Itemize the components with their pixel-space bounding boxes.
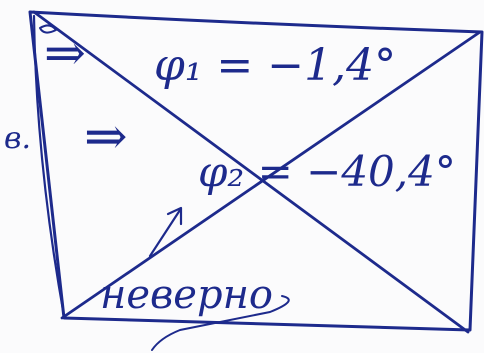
rectangle-outline-stroke2 <box>32 14 66 318</box>
annotation-arrow-head <box>166 206 183 226</box>
annotation-arrow-shaft <box>148 208 182 258</box>
phi2-equation: φ₂ = −40,4° <box>198 147 456 196</box>
phi1-equation: φ₁ = −1,4° <box>154 40 396 91</box>
corner-scribble <box>39 24 57 34</box>
rectangle-outline <box>28 10 484 332</box>
margin-label: в. <box>4 121 31 156</box>
annotation-tail <box>151 295 290 351</box>
implies-arrow-2: ⇒ <box>84 107 128 167</box>
diagonal-top-left-bottom-right <box>32 10 470 334</box>
implies-arrow-1: ⇒ <box>44 24 86 82</box>
incorrect-annotation: неверно <box>100 272 273 318</box>
diagonal-bottom-left-top-right <box>60 30 482 320</box>
